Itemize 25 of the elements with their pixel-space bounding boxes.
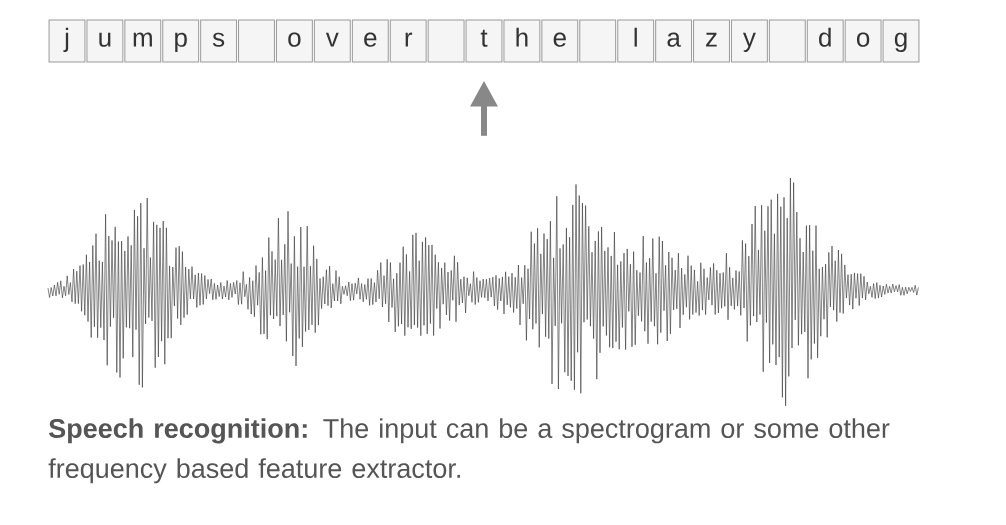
blank-box [427,19,465,63]
letter-box: v [313,19,351,63]
letter-box: j [48,19,86,63]
letter-box: u [86,19,124,63]
blank-box [238,19,275,63]
letter-box: h [503,19,541,63]
letter-box: t [465,19,503,63]
blank-box [579,19,617,63]
letter-box: g [882,19,920,63]
letter-box: d [806,19,844,63]
letter-box: y [730,19,768,63]
waveform-drawing [47,177,919,407]
letter-box: p [162,19,200,63]
letter-box: s [200,19,238,63]
letter-box: r [389,19,427,63]
letter-box: a [655,19,693,63]
blank-box [768,19,806,63]
letter-box: m [124,19,162,63]
letter-box: z [693,19,730,63]
letter-box: o [844,19,882,63]
letter-box: o [275,19,313,63]
letter-box: e [541,19,579,63]
letter-box: l [617,19,655,63]
caption: Speech recognition: The input can be a spectrogram or some other frequency based feature extractor. [48,418,890,484]
letter-box: e [351,19,389,63]
